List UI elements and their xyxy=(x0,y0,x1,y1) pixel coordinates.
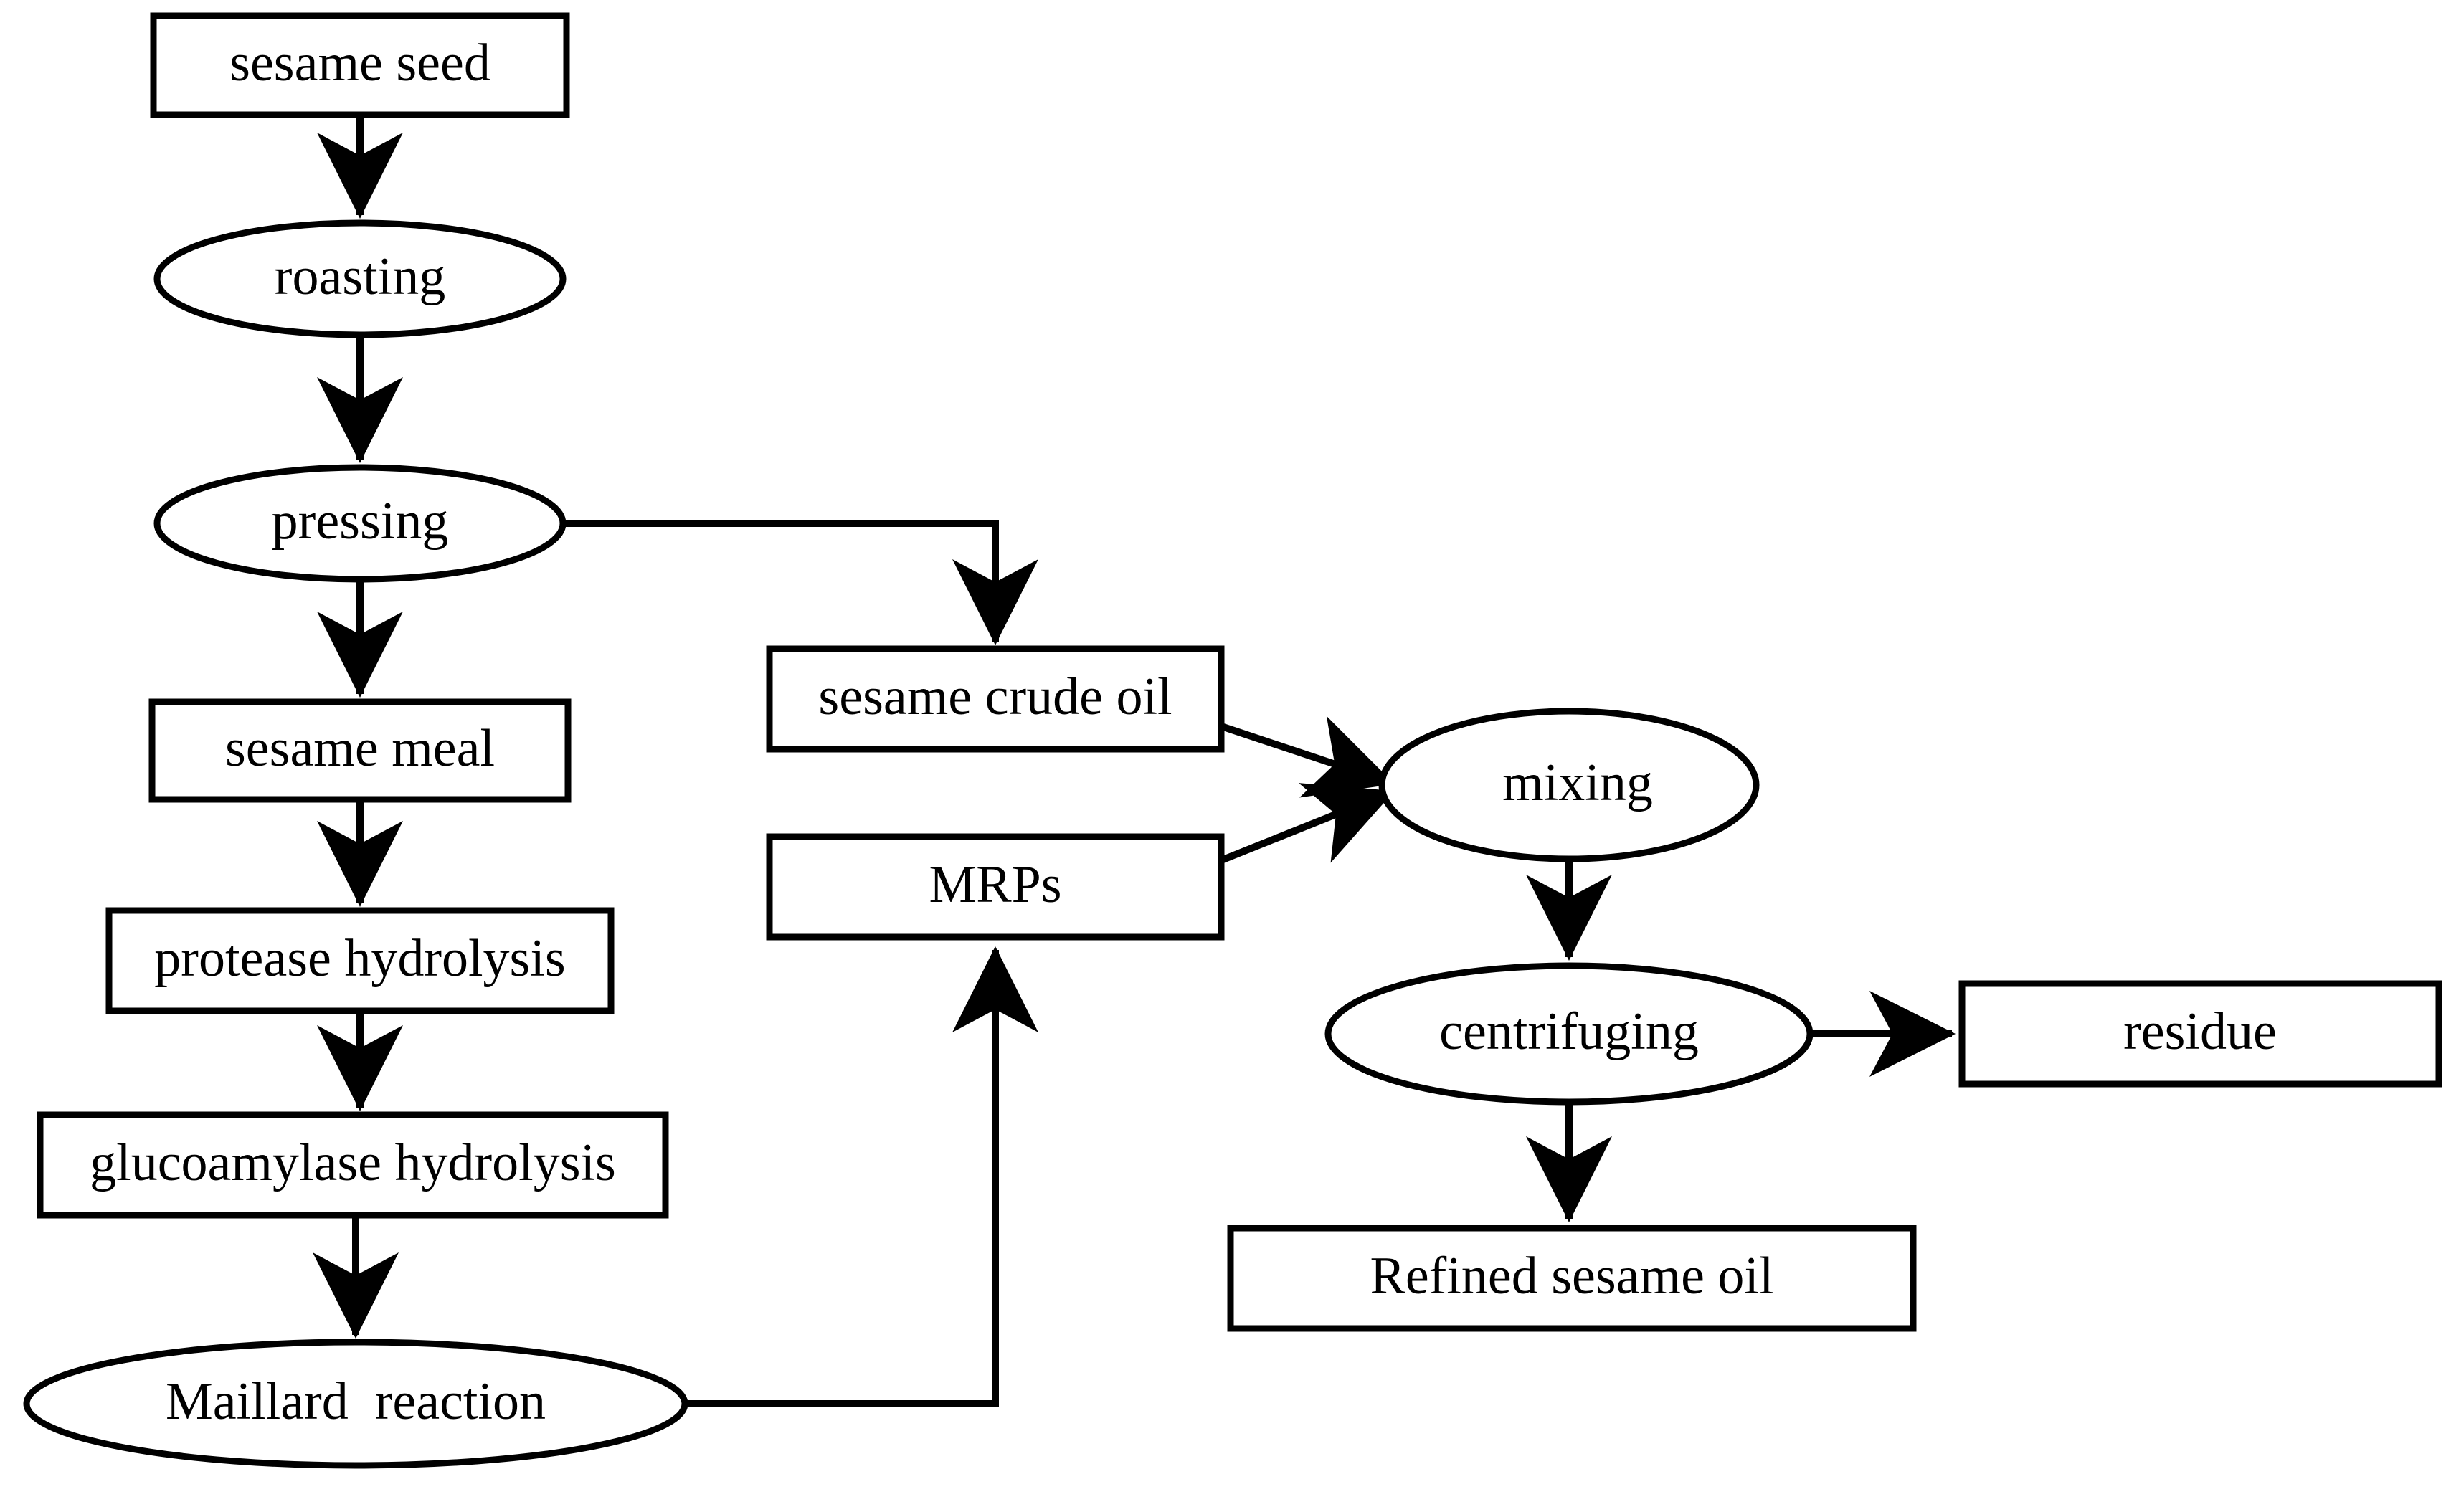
node-sesame-meal[interactable]: sesame meal xyxy=(148,698,572,803)
node-residue[interactable]: residue xyxy=(1958,980,2442,1088)
node-refined-sesame-oil[interactable]: Refined sesame oil xyxy=(1227,1225,1917,1332)
node-centrifuging-ellipse[interactable] xyxy=(1324,962,1814,1106)
edge-maillard-to-mrps xyxy=(685,946,1038,1407)
node-maillard-reaction-label: Maillard reaction xyxy=(166,1372,546,1431)
node-refined-sesame-oil-box[interactable] xyxy=(1227,1225,1917,1332)
node-glucoamylase-hydrolysis[interactable]: glucoamylase hydrolysis xyxy=(37,1111,669,1219)
edge-layer xyxy=(313,115,1956,1407)
node-sesame-seed-box[interactable] xyxy=(150,12,570,118)
node-sesame-crude-oil-label: sesame crude oil xyxy=(818,667,1172,726)
node-mixing-label: mixing xyxy=(1502,753,1653,812)
node-sesame-meal-box[interactable] xyxy=(148,698,572,803)
node-roasting[interactable]: roasting xyxy=(153,219,567,338)
node-residue-box[interactable] xyxy=(1958,980,2442,1088)
node-protease-hydrolysis-label: protease hydrolysis xyxy=(154,929,565,988)
node-sesame-meal-label: sesame meal xyxy=(225,719,495,778)
node-roasting-label: roasting xyxy=(275,247,445,306)
node-mixing-ellipse[interactable] xyxy=(1378,708,1760,862)
node-mixing[interactable]: mixing xyxy=(1378,708,1760,862)
edge-pressing-to-sesame-crude-oil xyxy=(563,520,1038,645)
node-sesame-crude-oil[interactable]: sesame crude oil xyxy=(766,645,1225,753)
node-refined-sesame-oil-label: Refined sesame oil xyxy=(1370,1247,1773,1306)
node-maillard-reaction-ellipse[interactable] xyxy=(23,1339,688,1469)
edge-sesame-crude-oil-to-mixing xyxy=(1220,715,1395,798)
edge-mrps-to-mixing xyxy=(1220,783,1395,864)
node-sesame-seed[interactable]: sesame seed xyxy=(150,12,570,118)
node-pressing[interactable]: pressing xyxy=(153,464,567,583)
node-protease-hydrolysis-box[interactable] xyxy=(105,907,615,1014)
node-glucoamylase-hydrolysis-box[interactable] xyxy=(37,1111,669,1219)
node-mrps-box[interactable] xyxy=(766,833,1225,941)
node-layer: sesame seed roasting pressing sesame mea… xyxy=(23,12,2442,1469)
node-glucoamylase-hydrolysis-label: glucoamylase hydrolysis xyxy=(90,1133,616,1192)
node-residue-label: residue xyxy=(2123,1002,2277,1061)
node-sesame-crude-oil-box[interactable] xyxy=(766,645,1225,753)
node-pressing-label: pressing xyxy=(272,492,449,551)
node-maillard-reaction[interactable]: Maillard reaction xyxy=(23,1339,688,1469)
node-mrps-label: MRPs xyxy=(929,855,1061,914)
node-centrifuging-label: centrifuging xyxy=(1439,1002,1699,1061)
node-mrps[interactable]: MRPs xyxy=(766,833,1225,941)
node-roasting-ellipse[interactable] xyxy=(153,219,567,338)
node-pressing-ellipse[interactable] xyxy=(153,464,567,583)
node-centrifuging[interactable]: centrifuging xyxy=(1324,962,1814,1106)
node-protease-hydrolysis[interactable]: protease hydrolysis xyxy=(105,907,615,1014)
node-sesame-seed-label: sesame seed xyxy=(229,34,490,92)
